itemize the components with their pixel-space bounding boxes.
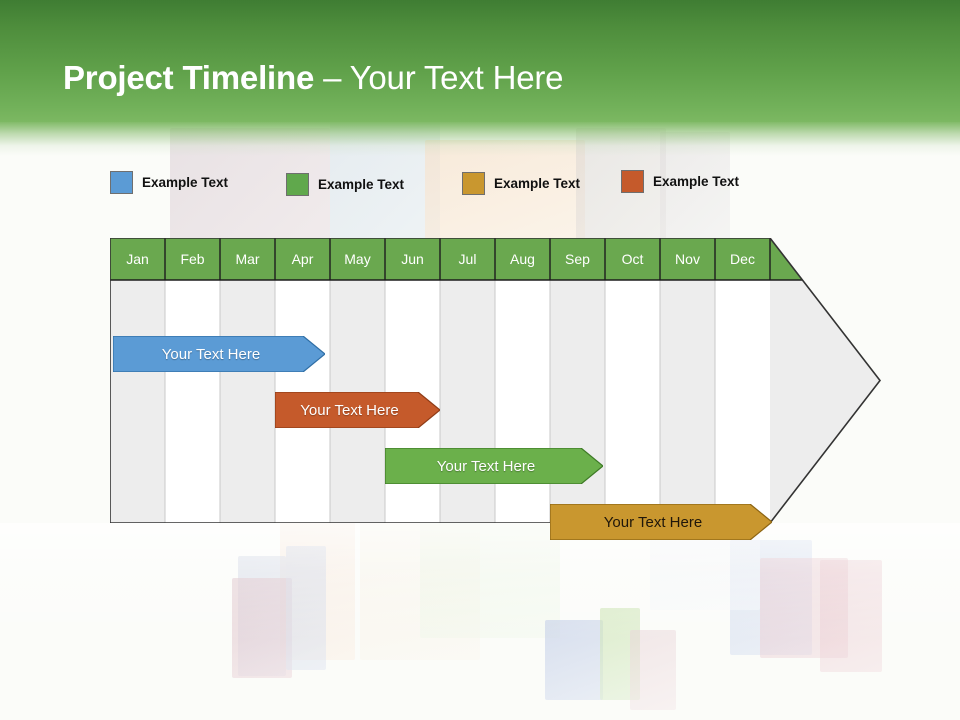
cube-shape <box>545 620 603 700</box>
month-header-jun[interactable]: Jun <box>401 251 424 267</box>
task-bar-label: Your Text Here <box>603 513 703 531</box>
task-bar-label: Your Text Here <box>436 457 536 475</box>
cube-shape <box>730 540 812 655</box>
legend-item: Example Text <box>110 171 228 194</box>
month-header-feb[interactable]: Feb <box>180 251 205 267</box>
task-bar-label: Your Text Here <box>161 345 261 363</box>
page-title-strong: Project Timeline <box>63 59 315 96</box>
cube-shape <box>420 508 560 638</box>
month-header-nov[interactable]: Nov <box>675 251 700 267</box>
task-bar[interactable]: Your Text Here <box>385 448 603 484</box>
task-bar[interactable]: Your Text Here <box>275 392 440 428</box>
task-bar[interactable]: Your Text Here <box>550 504 772 540</box>
page-title-rest: Your Text Here <box>349 59 564 96</box>
month-header-may[interactable]: May <box>344 251 371 267</box>
cube-shape <box>238 556 286 676</box>
task-bar-arrow-shape <box>385 448 603 484</box>
legend-item: Example Text <box>621 170 739 193</box>
month-header-sep[interactable]: Sep <box>565 251 590 267</box>
legend-color-swatch <box>110 171 133 194</box>
legend-color-swatch <box>621 170 644 193</box>
page-title: Project Timeline – Your Text Here <box>63 57 563 99</box>
legend-item: Example Text <box>462 172 580 195</box>
legend-item-label: Example Text <box>318 177 405 192</box>
month-header-aug[interactable]: Aug <box>510 251 535 267</box>
month-header-jan[interactable]: Jan <box>126 251 149 267</box>
legend-color-swatch <box>286 173 309 196</box>
legend-item: Example Text <box>286 173 404 196</box>
cube-shape <box>760 558 848 658</box>
timeline-chart: Jan Feb Mar Apr May Jun Jul Aug Sep Oct Nov Dec You… <box>110 238 882 540</box>
task-bar[interactable]: Your Text Here <box>113 336 325 372</box>
task-bar-arrow-shape <box>113 336 325 372</box>
month-header-oct[interactable]: Oct <box>621 251 644 267</box>
task-bar-label: Your Text Here <box>300 401 399 419</box>
month-header-apr[interactable]: Apr <box>291 251 314 267</box>
month-header-dec[interactable]: Dec <box>730 251 755 267</box>
cube-shape <box>820 560 882 672</box>
task-bar-arrow-shape <box>275 392 440 428</box>
cube-shape <box>600 608 640 700</box>
cube-shape <box>232 578 292 678</box>
slide-header-band <box>0 0 960 122</box>
page-title-separator: – <box>314 59 350 96</box>
cube-shape <box>630 630 676 710</box>
cube-shape <box>360 510 480 660</box>
legend-item-label: Example Text <box>653 174 740 189</box>
legend-item-label: Example Text <box>494 176 581 191</box>
header-gradient-fade <box>0 122 960 156</box>
month-header-mar[interactable]: Mar <box>235 251 260 267</box>
month-header-jul[interactable]: Jul <box>458 251 477 267</box>
legend-item-label: Example Text <box>142 175 229 190</box>
bottom-gradient-fade <box>0 523 960 720</box>
legend-color-swatch <box>462 172 485 195</box>
cube-shape <box>280 520 355 660</box>
cube-shape <box>286 546 326 670</box>
legend: Example Text Example Text Example Text Exam… <box>110 168 810 200</box>
month-header-row: Jan Feb Mar Apr May Jun Jul Aug Sep Oct Nov Dec <box>110 238 882 280</box>
